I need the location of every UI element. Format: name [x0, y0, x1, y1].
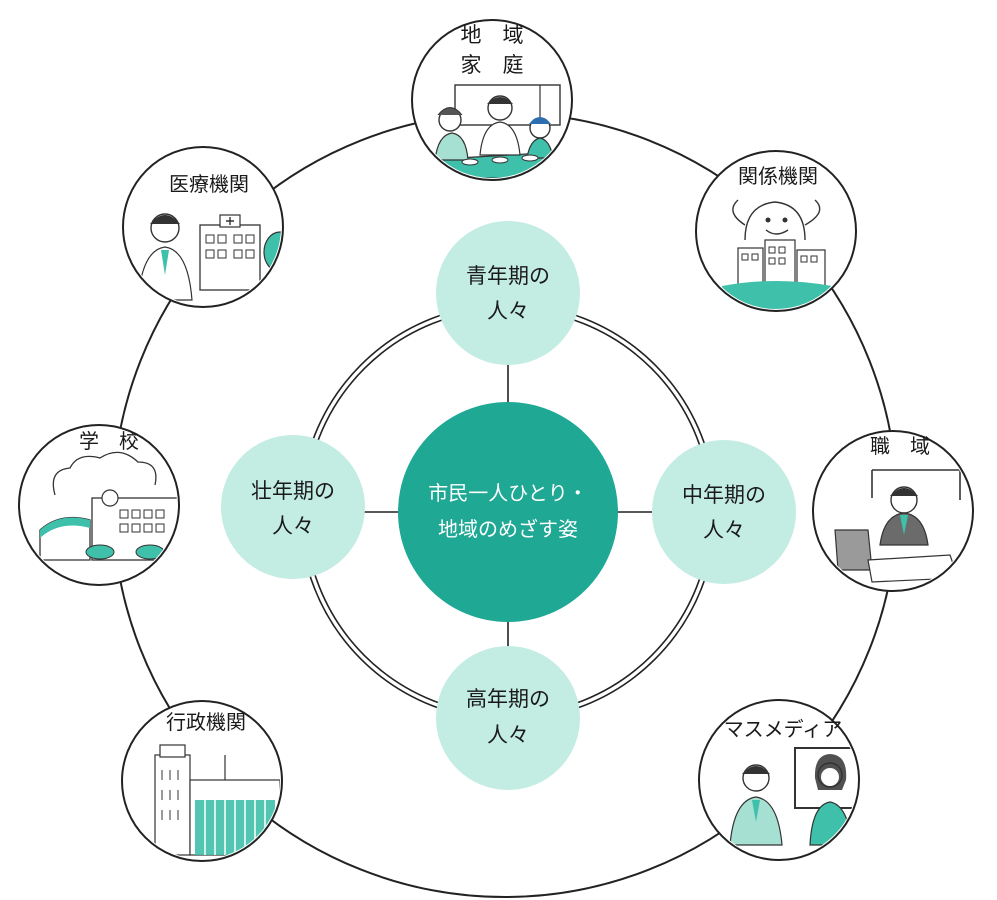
org-mass-media: マスメディア [698, 699, 860, 861]
stage-middle-age-line2: 人々 [703, 518, 745, 542]
org-related-agencies: 関係機関 [695, 150, 857, 312]
stage-prime-age-line2: 人々 [272, 514, 314, 538]
org-school-label: 学 校 [79, 429, 139, 453]
org-community-family-line1: 地 域 [461, 23, 524, 47]
stage-youth-line1: 青年期の [466, 264, 550, 288]
school-building-illustration [39, 451, 177, 561]
org-medical-label: 医療機関 [169, 172, 249, 196]
org-government-label: 行政機関 [166, 710, 246, 734]
stage-youth-line2: 人々 [487, 299, 529, 323]
stage-middle-age: 中年期の 人々 [652, 440, 796, 584]
stage-elderly: 高年期の 人々 [436, 646, 580, 790]
stage-prime-age: 壮年期の 人々 [221, 435, 365, 579]
org-government: 行政機関 [121, 700, 283, 862]
org-medical: 医療機関 [122, 146, 284, 308]
org-mass-media-label: マスメディア [724, 717, 843, 741]
stage-middle-age-line1: 中年期の [682, 483, 766, 507]
org-community-family-line2: 家 庭 [461, 53, 524, 77]
org-school: 学 校 [18, 424, 180, 586]
center-line2: 地域のめざす姿 [438, 517, 578, 541]
center-goal: 市民一人ひとり・ 地域のめざす姿 [398, 402, 618, 622]
government-building-illustration [154, 744, 280, 856]
stage-prime-age-line1: 壮年期の [251, 479, 335, 503]
center-line1: 市民一人ひとり・ [428, 481, 587, 505]
org-workplace-label: 職 域 [870, 434, 930, 458]
family-dining-illustration [424, 84, 561, 178]
stage-youth: 青年期の 人々 [436, 221, 580, 365]
stage-elderly-line2: 人々 [487, 723, 529, 747]
org-related-agencies-label: 関係機関 [738, 164, 818, 188]
stage-elderly-line1: 高年期の [466, 687, 550, 711]
org-workplace: 職 域 [812, 430, 974, 592]
org-community-family: 地 域 家 庭 [411, 19, 573, 181]
